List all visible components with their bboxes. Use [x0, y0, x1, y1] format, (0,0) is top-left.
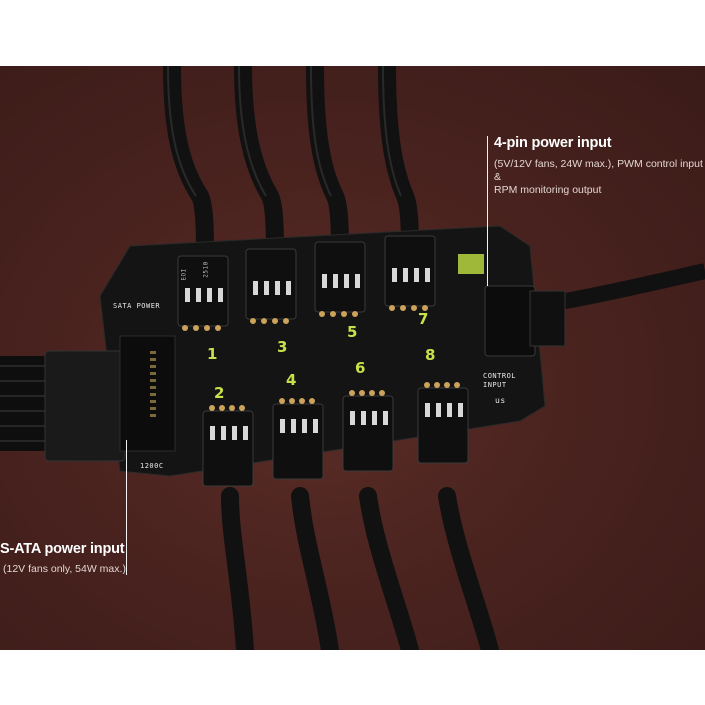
model-label: 1200C: [140, 462, 164, 470]
sata-callout: S-ATA power input (12V fans only, 54W ma…: [0, 540, 126, 576]
fan-hub-illustration: [0, 66, 705, 650]
sata-desc: (12V fans only, 54W max.): [3, 563, 126, 575]
port-number: 8: [425, 346, 436, 364]
control-input-label-1: CONTROL: [483, 372, 517, 380]
control-input-connector: [484, 285, 566, 357]
port-number: 1: [207, 345, 218, 363]
control-input-label-2: INPUT: [483, 381, 507, 389]
top-fan-connectors: [177, 235, 436, 327]
cert-mark: us: [495, 396, 506, 405]
four-pin-desc-line-2: RPM monitoring output: [494, 184, 602, 196]
port-number: 5: [347, 323, 358, 341]
bottom-fan-connectors: [202, 387, 469, 487]
port-number: 2: [214, 384, 225, 402]
sata-leader-line: [126, 440, 127, 575]
sata-title: S-ATA power input: [0, 541, 125, 557]
sata-power-connector: [44, 335, 176, 462]
top-fan-cables: [163, 66, 419, 265]
port-number: 4: [286, 371, 297, 389]
four-pin-desc-line-1: (5V/12V fans, 24W max.), PWM control inp…: [494, 158, 703, 183]
connector-mark: 2510: [202, 261, 210, 278]
port-number: 7: [418, 310, 429, 328]
port-number: 3: [277, 338, 288, 356]
sata-power-label: SATA POWER: [113, 302, 161, 310]
four-pin-callout: 4-pin power input (5V/12V fans, 24W max.…: [494, 134, 705, 197]
brand-logo: [458, 254, 484, 274]
product-photo: SATA POWER CONTROL INPUT 1200C us 2510 E…: [0, 66, 705, 650]
four-pin-leader-line: [487, 136, 488, 286]
connector-mark: EOI: [180, 268, 188, 281]
four-pin-title: 4-pin power input: [494, 135, 612, 151]
bottom-fan-cables: [221, 487, 499, 650]
port-number: 6: [355, 359, 366, 377]
